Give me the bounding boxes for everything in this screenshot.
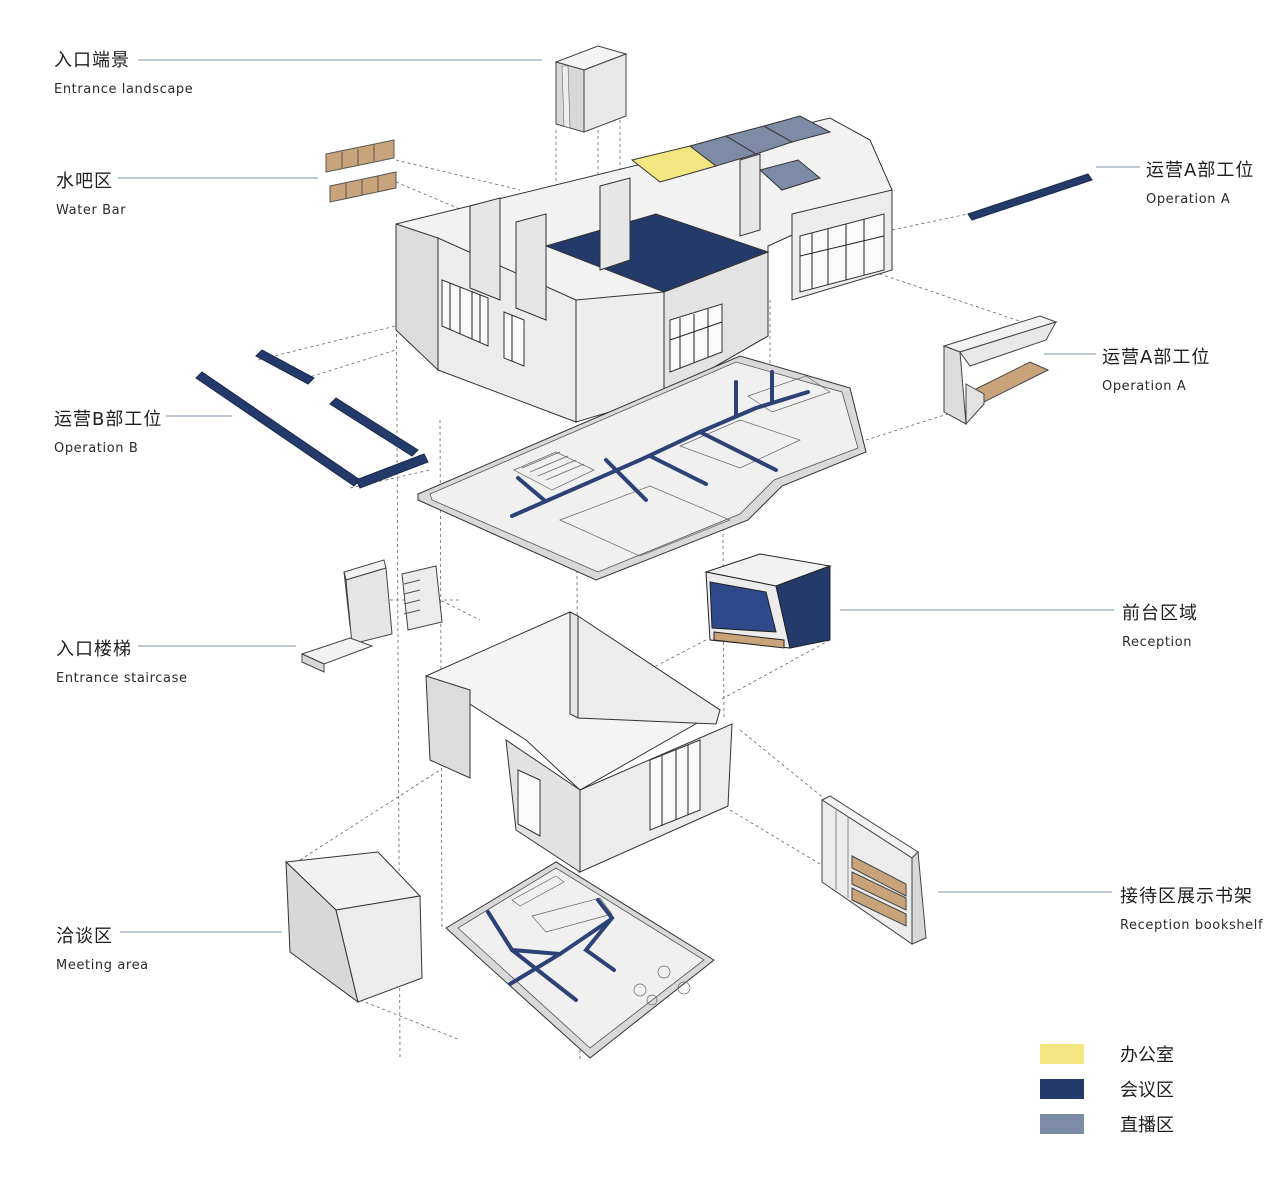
label-en: Meeting area xyxy=(56,958,149,973)
water-bar-blocks xyxy=(325,139,397,203)
label-entrance-staircase: 入口楼梯 Entrance staircase xyxy=(56,635,188,686)
label-entrance-landscape: 入口端景 Entrance landscape xyxy=(54,46,193,97)
floor-plan-upper xyxy=(417,355,867,581)
legend-label: 会议区 xyxy=(1120,1080,1174,1101)
legend-swatch-yellow xyxy=(1040,1044,1084,1064)
label-water-bar: 水吧区 Water Bar xyxy=(56,167,126,218)
leader-lines xyxy=(118,59,1140,933)
label-en: Reception bookshelf xyxy=(1120,918,1264,933)
label-zh: 前台区域 xyxy=(1122,603,1198,624)
operation-a-mid-unit xyxy=(942,315,1058,426)
label-en: Operation B xyxy=(54,441,139,456)
label-meeting-area: 洽谈区 Meeting area xyxy=(56,922,149,973)
label-zh: 运营B部工位 xyxy=(54,409,163,430)
floor-plan-upper-flow xyxy=(510,370,810,518)
legend-label: 办公室 xyxy=(1120,1045,1174,1066)
reception-bookshelf xyxy=(820,795,927,945)
legend-item-meeting: 会议区 xyxy=(1040,1076,1174,1102)
label-zh: 接待区展示书架 xyxy=(1120,886,1253,907)
upper-level-building xyxy=(395,115,893,423)
label-en: Entrance staircase xyxy=(56,671,188,686)
label-operation-b: 运营B部工位 Operation B xyxy=(54,405,162,456)
meeting-area-box xyxy=(284,851,423,1004)
label-en: Entrance landscape xyxy=(54,82,194,97)
label-en: Reception xyxy=(1122,635,1193,650)
label-zh: 水吧区 xyxy=(56,171,113,192)
label-en: Operation A xyxy=(1102,379,1187,394)
legend-label: 直播区 xyxy=(1120,1115,1174,1136)
label-zh: 洽谈区 xyxy=(56,926,113,947)
label-zh: 运营A部工位 xyxy=(1146,160,1255,181)
legend-swatch-slate xyxy=(1040,1114,1084,1134)
label-reception: 前台区域 Reception xyxy=(1122,599,1198,650)
legend-item-office: 办公室 xyxy=(1040,1041,1174,1067)
label-zh: 运营A部工位 xyxy=(1102,347,1211,368)
legend-item-live: 直播区 xyxy=(1040,1111,1174,1137)
label-zh: 入口楼梯 xyxy=(56,639,132,660)
legend-swatch-navy xyxy=(1040,1079,1084,1099)
label-en: Operation A xyxy=(1146,192,1231,207)
label-operation-a-mid: 运营A部工位 Operation A xyxy=(1102,343,1210,394)
floor-plan-lower-flow xyxy=(486,898,616,1002)
label-en: Water Bar xyxy=(56,203,127,218)
entrance-staircase xyxy=(300,559,443,673)
operation-a-top-desk xyxy=(967,173,1093,221)
label-reception-bookshelf: 接待区展示书架 Reception bookshelf xyxy=(1120,882,1263,933)
label-zh: 入口端景 xyxy=(54,50,130,71)
reception-desk xyxy=(704,553,832,649)
entrance-landscape-panel xyxy=(554,45,628,133)
lower-level-walls xyxy=(424,611,733,873)
label-operation-a-top: 运营A部工位 Operation A xyxy=(1146,156,1254,207)
operation-b-desks xyxy=(195,349,429,489)
floor-plan-lower xyxy=(445,861,715,1059)
